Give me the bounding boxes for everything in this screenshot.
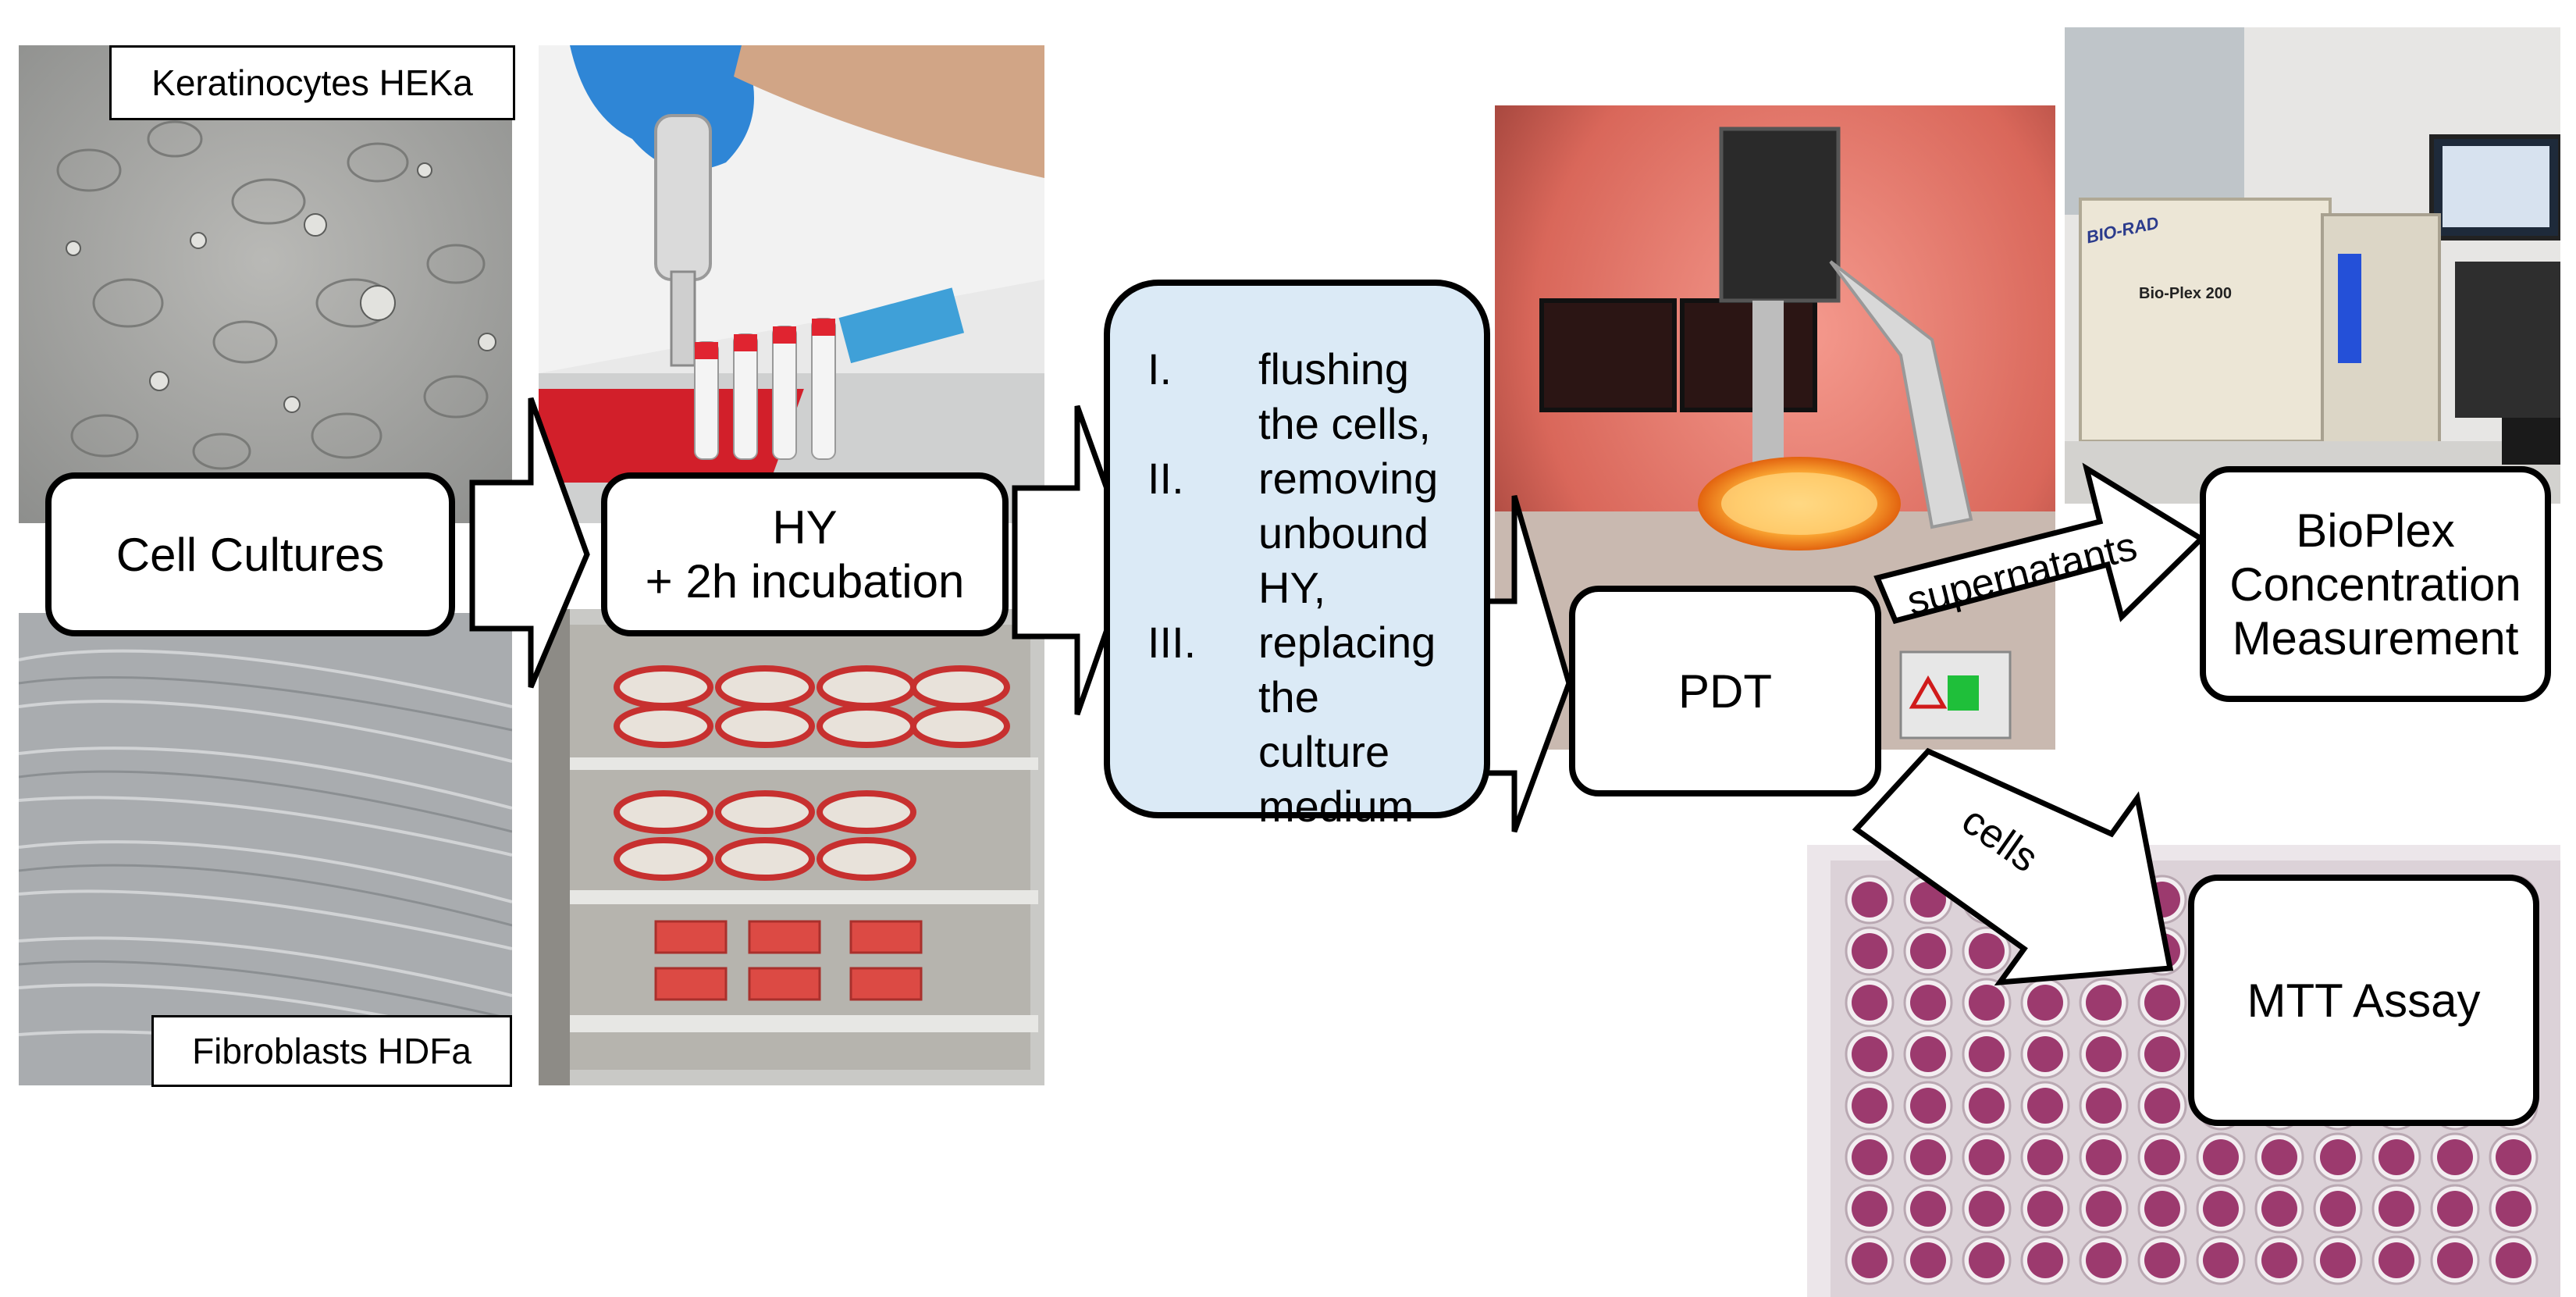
step-item: III. replacing the culture medium [1147, 615, 1461, 834]
incubator-photo [539, 609, 1044, 1085]
step-text-line: medium [1258, 782, 1414, 831]
bioplex-box: BioPlex Concentration Measurement [2200, 466, 2551, 702]
fibroblasts-photo [19, 613, 512, 1085]
step-item: I. flushing the cells, [1147, 342, 1461, 451]
step-text-line: unbound [1258, 508, 1429, 558]
bioplex-text: BioPlex [2296, 504, 2455, 557]
step-text-line: replacing [1258, 618, 1436, 667]
step-number: II. [1147, 454, 1184, 503]
incubation-text: + 2h incubation [645, 555, 965, 608]
cell-cultures-text: Cell Cultures [116, 528, 385, 581]
step-text-line: flushing [1258, 344, 1410, 394]
step-number: III. [1147, 618, 1197, 667]
step-text-line: HY, [1258, 563, 1326, 612]
pdt-box: PDT [1569, 586, 1881, 796]
measurement-text: Measurement [2232, 611, 2519, 665]
bioplex-model-text: Bio-Plex 200 [2139, 285, 2232, 302]
cell-cultures-box: Cell Cultures [45, 472, 455, 636]
keratinocytes-photo [19, 45, 512, 523]
fibroblasts-label: Fibroblasts HDFa [151, 1015, 512, 1087]
keratinocytes-label: Keratinocytes HEKa [109, 45, 515, 120]
concentration-text: Concentration [2229, 558, 2521, 611]
hy-incubation-box: HY + 2h incubation [601, 472, 1009, 636]
step-text-line: the cells, [1258, 399, 1431, 448]
step-number: I. [1147, 344, 1172, 394]
hy-text: HY [772, 501, 838, 554]
pipetting-photo [539, 45, 1044, 523]
step-text: replacing the culture medium [1258, 615, 1461, 834]
pdt-text: PDT [1678, 665, 1772, 718]
step-text-line: removing [1258, 454, 1439, 503]
bioplex-device-photo [2065, 27, 2560, 504]
step-text: flushing the cells, [1258, 342, 1461, 451]
step-text-line: the culture [1258, 672, 1390, 776]
mtt-text: MTT Assay [2247, 974, 2481, 1027]
mtt-assay-box: MTT Assay [2188, 875, 2539, 1126]
